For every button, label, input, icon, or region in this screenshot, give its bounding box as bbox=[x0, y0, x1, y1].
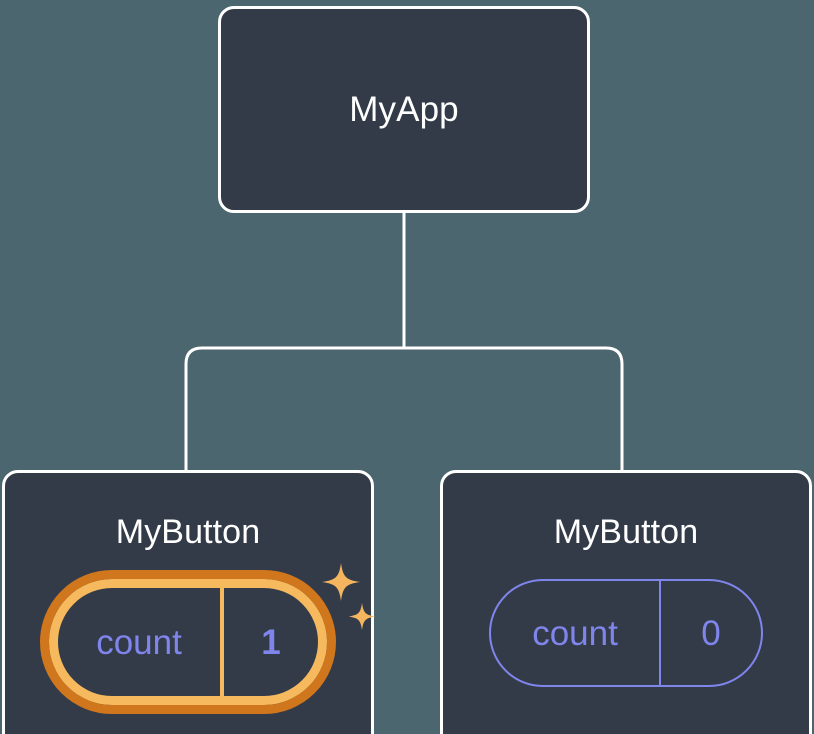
state-pill-left-key: count bbox=[96, 622, 182, 662]
state-pill-right[interactable]: count 0 bbox=[489, 579, 763, 687]
node-mybutton-left-label: MyButton bbox=[115, 513, 261, 551]
sparkle-large-icon bbox=[322, 563, 360, 601]
node-mybutton-right[interactable]: MyButton count 0 bbox=[440, 470, 812, 734]
state-pill-right-value: 0 bbox=[659, 581, 761, 685]
state-pill-left-wrapper: count 1 bbox=[40, 563, 376, 714]
connector-branch-bar bbox=[184, 346, 624, 470]
sparkle-small-icon bbox=[348, 603, 376, 630]
state-pill-right-wrapper: count 0 bbox=[489, 579, 763, 687]
state-pill-right-key: count bbox=[532, 613, 618, 653]
node-mybutton-right-label: MyButton bbox=[553, 513, 699, 551]
node-mybutton-left[interactable]: MyButton count 1 bbox=[2, 470, 376, 734]
node-myapp[interactable]: MyApp bbox=[218, 6, 590, 213]
node-myapp-label: MyApp bbox=[349, 90, 459, 129]
state-pill-left-value: 1 bbox=[220, 588, 318, 696]
sparkle-group bbox=[322, 563, 376, 630]
state-pill-left[interactable]: count 1 bbox=[40, 570, 336, 714]
